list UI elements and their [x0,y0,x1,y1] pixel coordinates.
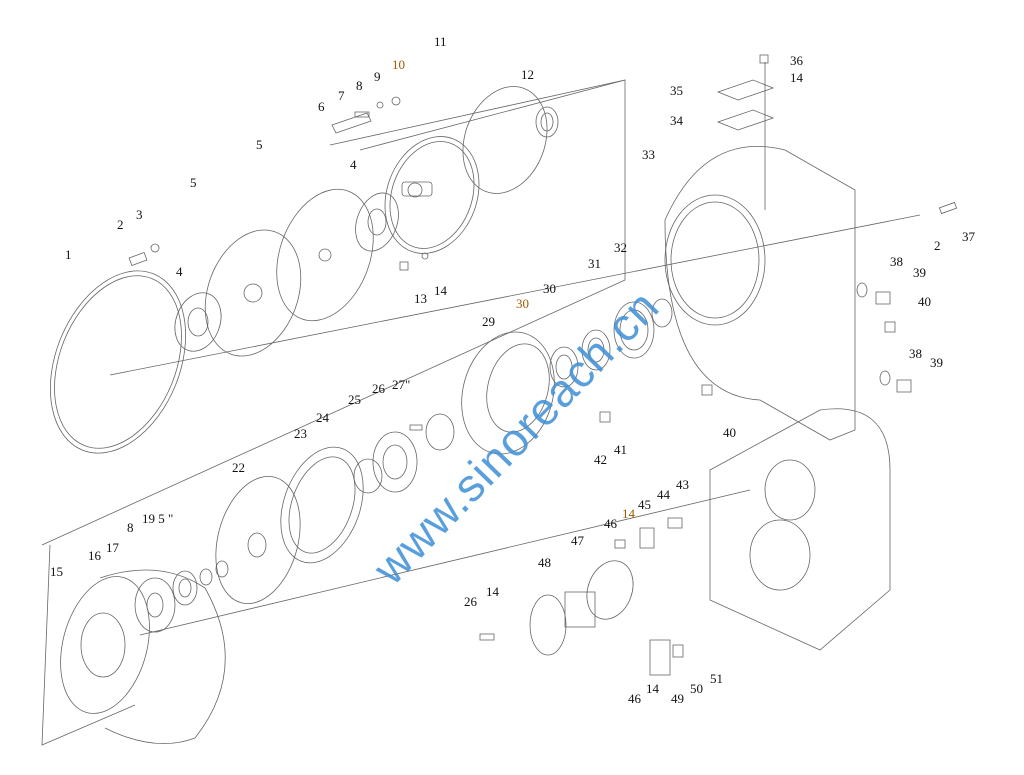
callout-label: 49 [671,691,684,706]
callout-label: 4 [176,264,183,279]
callout-label: 39 [930,355,943,370]
callout-label: 42 [594,452,607,467]
housing-rear [709,408,891,651]
callout-label: 40 [918,294,931,309]
callout-label: 22 [232,460,245,475]
callout-label: 32 [614,240,627,255]
callout-label: 5 [190,175,197,190]
callout-label: 41 [614,442,627,457]
callout-label: 4 [350,157,357,172]
callout-label: 7 [338,88,345,103]
callout-label: 47 [571,533,584,548]
frame-lines [41,79,921,746]
callout-label: 2 [934,238,941,253]
callout-label: 45 [638,497,651,512]
callout-label: 34 [670,113,683,128]
callout-label: 10 [392,57,405,72]
rings [199,560,229,586]
small-parts-upper [128,96,429,271]
callout-label: 14 [434,283,447,298]
callout-label: 50 [690,681,703,696]
callout-label: 15 [50,564,63,579]
callout-label: 25 [348,392,361,407]
bearing-30b [581,329,611,371]
oring-24 [353,458,383,494]
small-parts-lower [409,411,684,676]
callout-label: 23 [294,426,307,441]
callout-label: 8 [356,78,363,93]
ring-27 [425,413,455,451]
oring-11 [462,86,548,194]
callout-label: 9 [374,69,381,84]
gear-31 [613,301,655,359]
callout-label: 1 [65,247,72,262]
hub-17 [134,577,176,633]
callout-label: 46 [628,691,641,706]
callout-label: 35 [670,83,683,98]
pump-impeller-22 [215,475,301,605]
callout-label: 44 [657,487,670,502]
callout-label: 6 [318,99,325,114]
disc-5-left [204,229,302,357]
flywheel-15 [60,569,226,744]
callout-label: 14 [622,506,635,521]
callout-label: 24 [316,410,329,425]
callout-label: 8 [127,520,134,535]
callout-label: 14 [486,584,499,599]
plate-4-upper [355,192,399,252]
callout-label: 51 [710,671,723,686]
gear-25 [372,431,418,493]
pump-48 [529,591,596,656]
callout-label: 11 [434,34,447,49]
turbine-29 [461,331,555,455]
oring-47 [586,560,634,620]
fittings-38-40 [701,201,958,396]
stator-23 [280,446,364,564]
callout-label: 36 [790,53,803,68]
callout-label: 3 [136,207,143,222]
seal-12 [535,106,559,138]
callout-label: 19 5 " [142,511,174,526]
callout-label: 30 [543,281,556,296]
callout-label: 39 [913,265,926,280]
callout-label: 17 [106,540,119,555]
callout-label: 38 [909,346,922,361]
callout-label: 2 [117,217,124,232]
callout-label: 48 [538,555,551,570]
bearing-19 [172,570,198,606]
callout-label: 43 [676,477,689,492]
oring-32 [651,298,673,328]
callout-label: 12 [521,67,534,82]
flywheel-cover-10 [384,136,480,254]
covers-34-35 [716,54,775,210]
callout-label: 14 [790,70,803,85]
callout-label: 5 [256,137,263,152]
plate-4-lower [174,292,222,352]
callout-label: 38 [890,254,903,269]
callout-label: 31 [588,256,601,271]
callout-label: 29 [482,314,495,329]
callout-label: 13 [414,291,427,306]
housing-33 [664,146,856,441]
callout-label: 46 [604,516,617,531]
callout-label: 26 [464,594,477,609]
disc-5-right [276,188,374,322]
gasket-1 [49,270,187,454]
bearing-30a [549,346,579,388]
callout-label: 37 [962,229,975,244]
callout-label: 27" [392,377,411,392]
callout-label: 33 [642,147,655,162]
callout-label: 30 [516,296,529,311]
callout-label: 26 [372,381,385,396]
callout-label: 16 [88,548,101,563]
callout-label: 40 [723,425,736,440]
callout-label: 14 [646,681,659,696]
